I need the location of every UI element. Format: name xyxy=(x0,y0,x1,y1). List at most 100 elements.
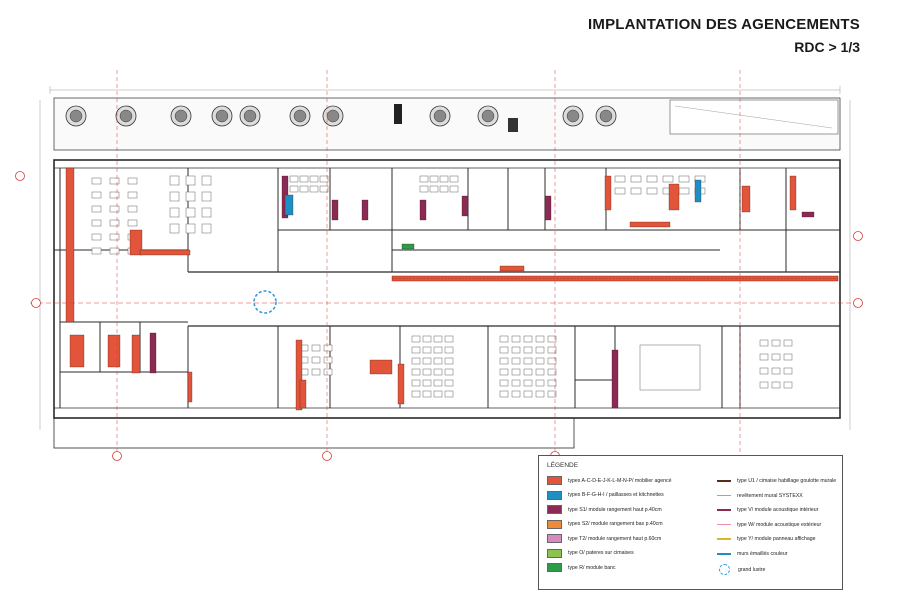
exterior-terrace xyxy=(53,97,841,151)
desk xyxy=(444,335,454,343)
legend-item: types S2/ module rangement bas p.40cm xyxy=(547,519,663,529)
desk xyxy=(411,346,421,354)
legend-item: type O/ pateres sur cimaises xyxy=(547,548,634,558)
desk xyxy=(444,346,454,354)
legend-item: type T2/ module rangement haut p.60cm xyxy=(547,534,661,543)
legend-item-label: type U1 / cimaise habillage goulotte mur… xyxy=(737,478,837,484)
red-element xyxy=(397,363,405,405)
desk xyxy=(91,247,102,255)
desk xyxy=(535,390,545,398)
desk xyxy=(783,353,793,361)
legend-item-label: type V/ module acoustique intérieur xyxy=(737,507,819,513)
green-element xyxy=(401,243,415,250)
desk xyxy=(523,335,533,343)
desk xyxy=(422,379,432,387)
desk xyxy=(323,356,333,364)
legend-line-swatch xyxy=(717,480,731,482)
desk xyxy=(511,357,521,365)
legend-item: revêtement mural SYSTEXX xyxy=(717,493,803,499)
purple-element xyxy=(361,199,369,221)
desk xyxy=(411,368,421,376)
desk xyxy=(535,346,545,354)
desk xyxy=(678,187,690,195)
legend-swatch xyxy=(547,563,562,572)
desk xyxy=(289,185,299,193)
legend: LÉGENDE types A-C-D-E-J-K-L-M-N-P/ mobil… xyxy=(538,455,843,590)
desk xyxy=(646,175,658,183)
legend-item-grand-lustre: grand lustre xyxy=(717,564,765,575)
desk xyxy=(499,335,509,343)
desk xyxy=(319,175,329,183)
purple-element xyxy=(149,332,157,374)
legend-item-label: grand lustre xyxy=(738,566,766,573)
desk xyxy=(433,368,443,376)
desk xyxy=(323,368,333,376)
desk xyxy=(299,175,309,183)
purple-element xyxy=(544,195,552,221)
page-title: IMPLANTATION DES AGENCEMENTS xyxy=(588,16,860,33)
desk xyxy=(511,390,521,398)
tree-icon xyxy=(65,105,87,127)
desk xyxy=(678,175,690,183)
red-element xyxy=(604,175,612,211)
legend-item-label: type Y/ module panneau affichage xyxy=(737,536,816,542)
desk xyxy=(759,353,769,361)
legend-line-swatch xyxy=(717,509,731,511)
desk xyxy=(783,339,793,347)
desk xyxy=(630,187,642,195)
legend-item: type W/ module acoustique extérieur xyxy=(717,522,821,528)
desk xyxy=(91,177,102,185)
desk xyxy=(185,223,196,234)
desk xyxy=(411,357,421,365)
legend-item-label: types S2/ module rangement bas p.40cm xyxy=(568,521,663,527)
desk xyxy=(299,185,309,193)
legend-item-label: murs émaillés couleur xyxy=(737,550,788,557)
legend-swatch xyxy=(547,534,562,543)
purple-element xyxy=(611,349,619,409)
desk xyxy=(535,357,545,365)
purple-element xyxy=(419,199,427,221)
red-element xyxy=(741,185,751,213)
legend-item: type V/ module acoustique intérieur xyxy=(717,507,818,513)
desk xyxy=(444,390,454,398)
red-element xyxy=(129,229,143,256)
desk xyxy=(127,191,138,199)
desk xyxy=(499,346,509,354)
desk xyxy=(109,205,120,213)
desk xyxy=(449,185,459,193)
desk xyxy=(169,207,180,218)
axis-bubble xyxy=(853,298,863,308)
tree-icon xyxy=(562,105,584,127)
purple-element xyxy=(461,195,469,217)
desk xyxy=(759,339,769,347)
desk xyxy=(499,390,509,398)
grid-axes xyxy=(116,70,741,460)
desk xyxy=(499,379,509,387)
legend-swatch xyxy=(547,476,562,485)
desk xyxy=(91,233,102,241)
lustre-circle-icon xyxy=(719,564,730,575)
desk xyxy=(523,357,533,365)
desk xyxy=(630,175,642,183)
desk xyxy=(309,185,319,193)
page-subtitle: RDC > 1/3 xyxy=(794,39,860,55)
desk xyxy=(185,175,196,186)
desk xyxy=(411,379,421,387)
legend-item: type R/ module banc xyxy=(547,563,616,572)
desk xyxy=(422,335,432,343)
tree-icon xyxy=(429,105,451,127)
desk xyxy=(444,368,454,376)
desk xyxy=(109,191,120,199)
desk xyxy=(422,390,432,398)
desk xyxy=(759,381,769,389)
legend-item: type U1 / cimaise habillage goulotte mur… xyxy=(717,478,836,484)
desk xyxy=(523,368,533,376)
desk xyxy=(535,368,545,376)
desk xyxy=(511,368,521,376)
desk xyxy=(91,205,102,213)
desk xyxy=(439,185,449,193)
desk xyxy=(433,390,443,398)
desk xyxy=(759,367,769,375)
red-element xyxy=(131,334,141,374)
